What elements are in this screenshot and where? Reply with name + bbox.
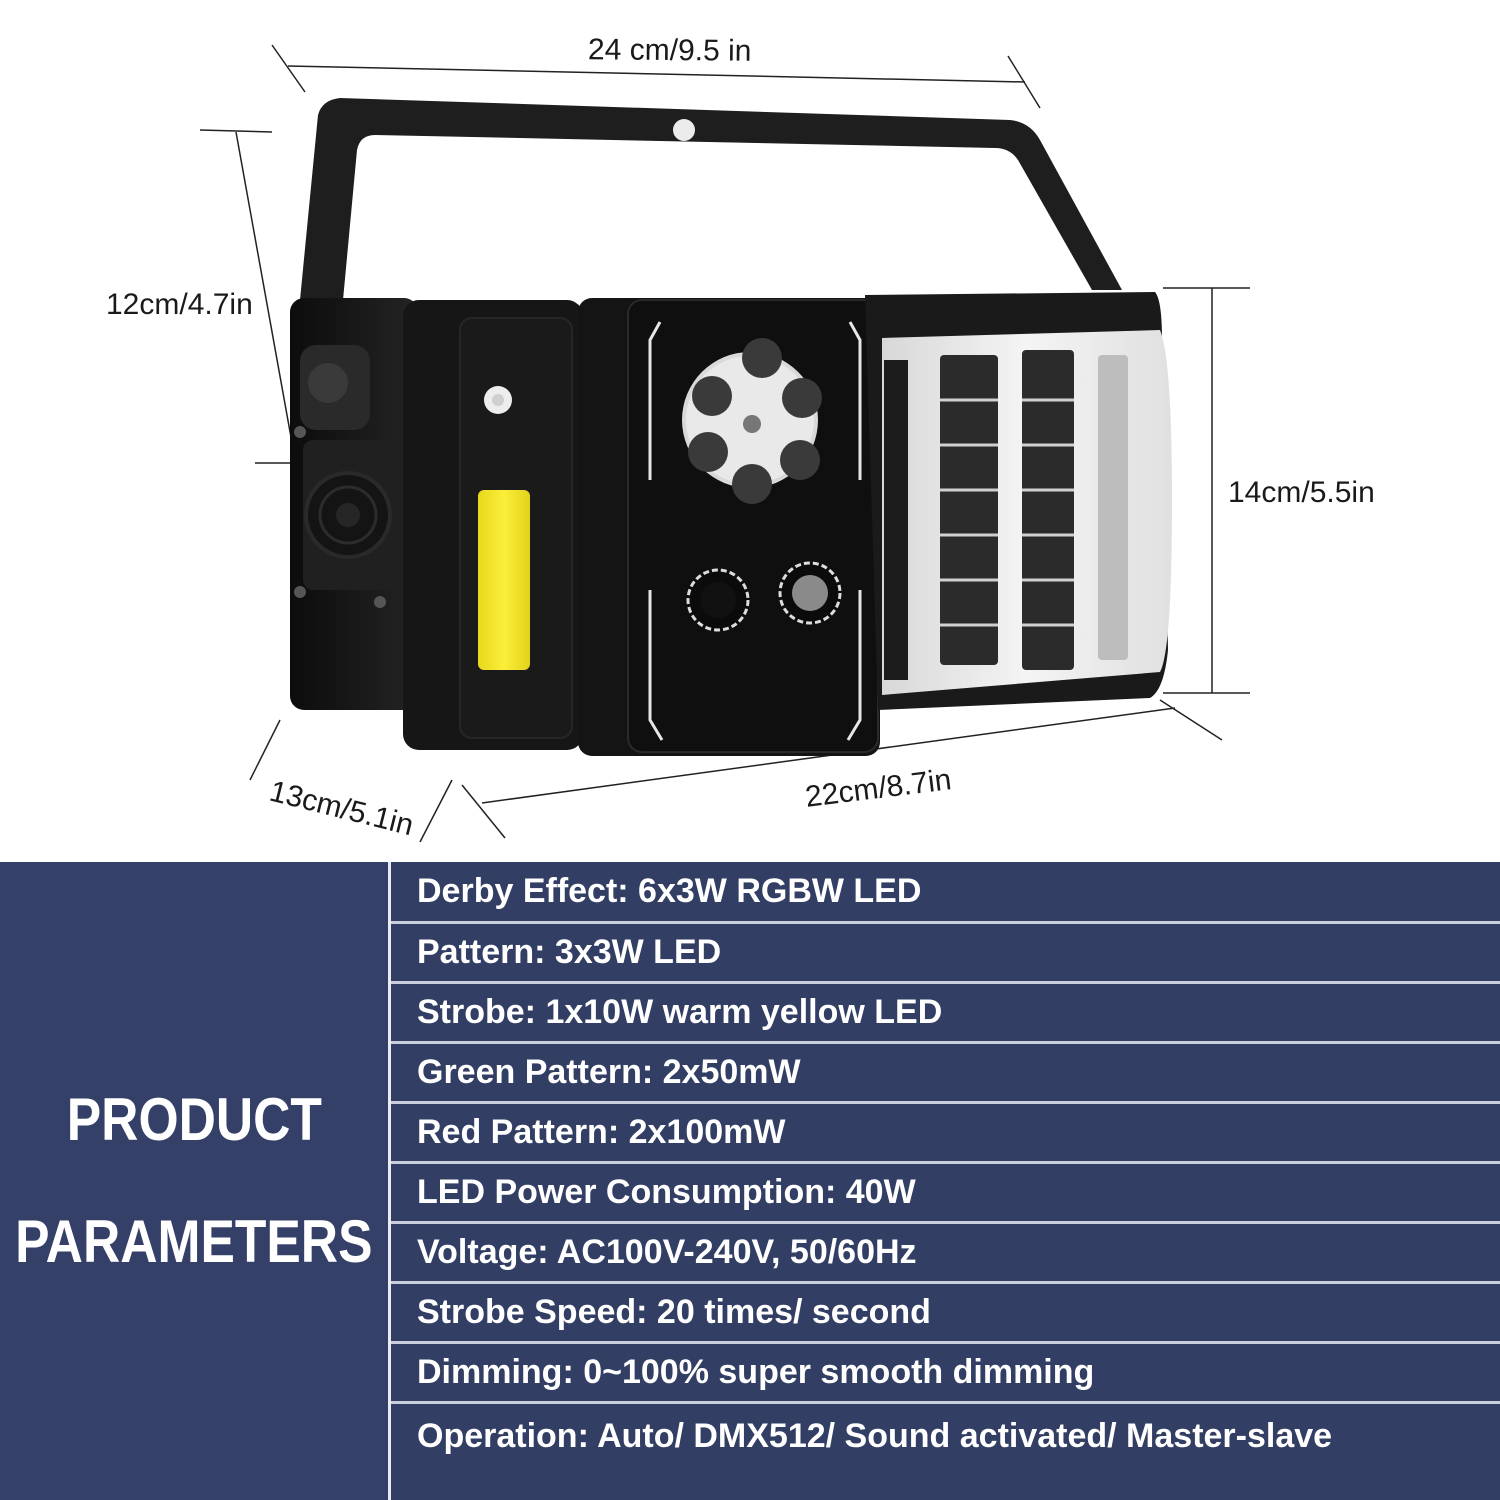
- pattern-lens-cluster: [682, 338, 822, 504]
- laser-aperture-red: [778, 561, 842, 625]
- param-row: Derby Effect: 6x3W RGBW LED: [391, 862, 1500, 924]
- param-row: Pattern: 3x3W LED: [391, 924, 1500, 984]
- mount-bracket-handle: [300, 98, 1122, 300]
- param-row: Voltage: AC100V-240V, 50/60Hz: [391, 1224, 1500, 1284]
- strobe-panel: [459, 317, 573, 739]
- strobe-led-bar: [478, 490, 530, 670]
- param-row: Red Pattern: 2x100mW: [391, 1104, 1500, 1164]
- param-row: Green Pattern: 2x50mW: [391, 1044, 1500, 1104]
- dimension-handle-height: 12cm/4.7in: [106, 288, 253, 321]
- derby-dome: [865, 292, 1172, 710]
- product-parameters-panel: PRODUCT PARAMETERS Derby Effect: 6x3W RG…: [0, 862, 1500, 1500]
- params-title-line2: PARAMETERS: [15, 1208, 373, 1275]
- param-row: Operation: Auto/ DMX512/ Sound activated…: [417, 1416, 1333, 1455]
- fan-icon: [303, 440, 399, 590]
- front-panel: [578, 298, 880, 756]
- product-illustration: 24 cm/9.5 in 12cm/4.7in 14cm/5.5in 13cm/…: [106, 33, 1375, 843]
- dimension-body-height: 14cm/5.5in: [1228, 476, 1375, 509]
- param-row: Dimming: 0~100% super smooth dimming: [391, 1344, 1500, 1404]
- dimension-top-width: 24 cm/9.5 in: [587, 33, 752, 68]
- handle-knob-icon: [300, 345, 370, 430]
- params-list: Derby Effect: 6x3W RGBW LED Pattern: 3x3…: [388, 862, 1500, 1500]
- param-row: Strobe Speed: 20 times/ second: [391, 1284, 1500, 1344]
- dimension-lines: [199, 44, 1250, 843]
- param-row: LED Power Consumption: 40W: [391, 1164, 1500, 1224]
- device-drawing: [199, 44, 1250, 843]
- laser-aperture-green: [686, 568, 750, 632]
- params-title: PRODUCT PARAMETERS: [0, 862, 388, 1500]
- param-row: Strobe: 1x10W warm yellow LED: [391, 984, 1500, 1044]
- params-title-line1: PRODUCT: [66, 1086, 322, 1153]
